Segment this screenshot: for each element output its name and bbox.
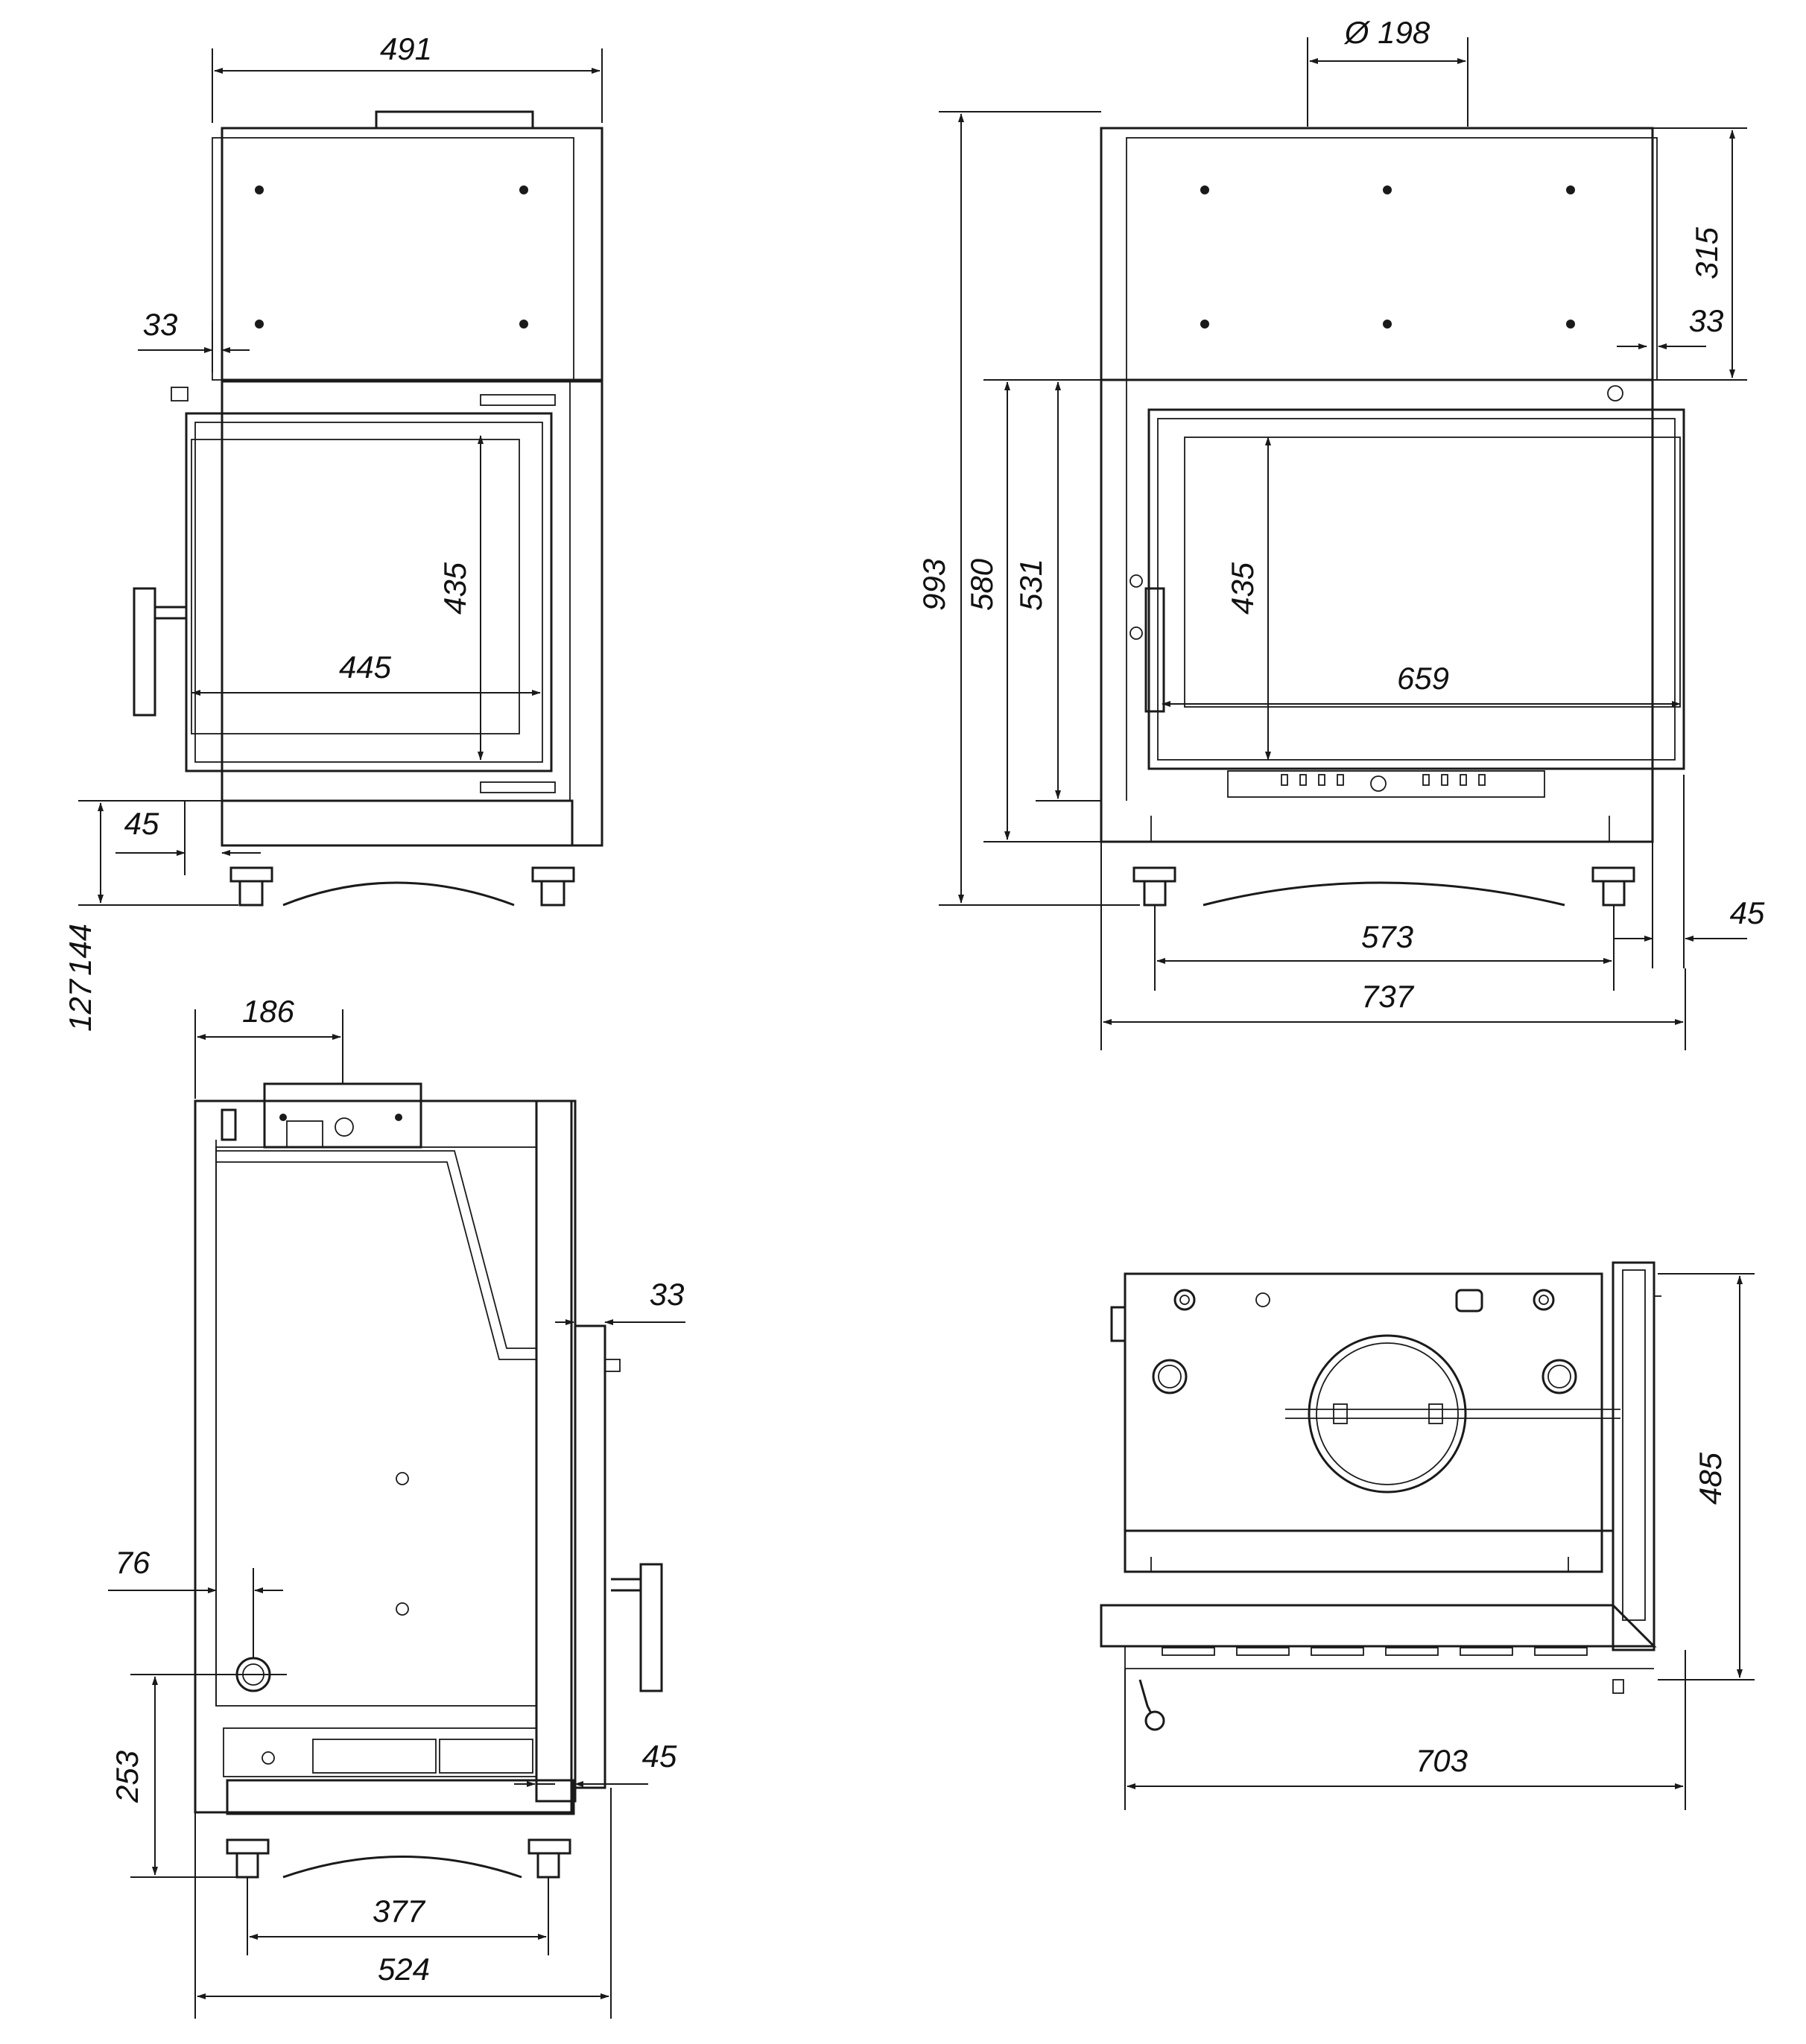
side-total-height-label: 993	[916, 559, 951, 611]
front-door-offset-label: 45	[124, 806, 159, 841]
front-view: 491 33 435 445 45 144 127	[63, 31, 603, 1032]
top-width-703-label: 703	[1416, 1743, 1468, 1778]
front-h127-label: 127	[63, 978, 98, 1032]
top-depth-485-label: 485	[1693, 1452, 1728, 1505]
side-h531-label: 531	[1013, 559, 1048, 611]
profile-view: 186 33 76 253 45 377 524	[108, 994, 685, 2019]
profile-depth-524-label: 524	[378, 1952, 430, 1987]
side-top-315-label: 315	[1689, 226, 1724, 279]
profile-flue-offset-label: 186	[242, 994, 295, 1029]
front-width-label: 491	[380, 31, 432, 66]
front-glass-width-label: 445	[339, 650, 392, 685]
front-glass-height-label: 435	[437, 562, 472, 615]
front-side-33-label: 33	[143, 307, 178, 342]
side-glass-height-label: 435	[1225, 562, 1260, 615]
profile-inlet-76-label: 76	[115, 1545, 150, 1580]
profile-top-33-label: 33	[650, 1277, 685, 1312]
side-width-737-label: 737	[1361, 979, 1415, 1014]
side-view: Ø 198 993 580 531 315 33 435 659 45 573	[916, 15, 1765, 1050]
side-flue-diameter-label: Ø 198	[1343, 15, 1430, 50]
side-right-45-label: 45	[1730, 895, 1765, 930]
top-view: 485 703	[1100, 1261, 1755, 1810]
side-feet-573-label: 573	[1361, 919, 1413, 954]
side-side-33-label: 33	[1689, 303, 1724, 338]
profile-door-45-label: 45	[642, 1739, 677, 1774]
side-glass-width-label: 659	[1397, 661, 1449, 696]
profile-feet-377-label: 377	[373, 1894, 426, 1929]
profile-inlet-height-label: 253	[110, 1751, 145, 1803]
side-h580-label: 580	[964, 558, 999, 611]
front-h144-label: 144	[63, 924, 98, 976]
